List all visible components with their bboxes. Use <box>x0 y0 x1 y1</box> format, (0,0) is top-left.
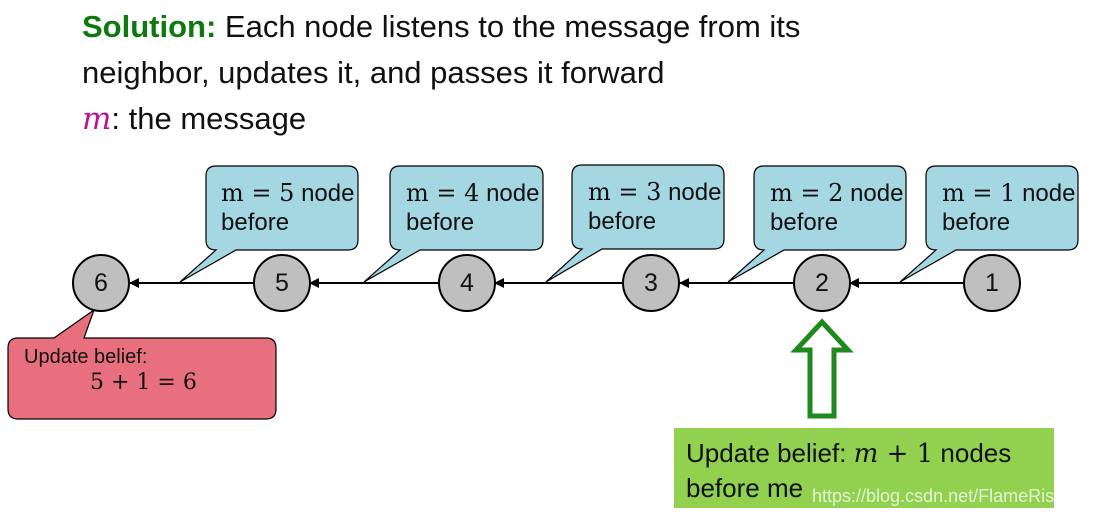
bubble-3-suffix: node <box>661 179 722 206</box>
bubble-1-line-2: before <box>221 209 290 236</box>
node-1-circle <box>963 254 1021 312</box>
bubble-shape-2 <box>363 165 544 283</box>
node-1-label: 1 <box>985 268 999 297</box>
bubble-shape-1 <box>179 165 359 283</box>
bubble-4-line-1: m = 2 node <box>770 179 920 208</box>
bubble-2-line-1: m = 4 node <box>406 179 556 208</box>
node-2-label: 2 <box>815 268 829 297</box>
bubble-2-m-prefix: m = <box>406 179 465 207</box>
bubble-1-m-prefix: m = <box>221 179 280 207</box>
bubble-1-line-1: m = 5 node <box>221 179 371 208</box>
node-4-circle <box>438 254 496 312</box>
bubble-3-line-1: m = 3 node <box>588 178 738 207</box>
bubble-1-value: 5 <box>279 179 295 207</box>
bubble-3-m-prefix: m = <box>588 178 647 206</box>
solution-label: Solution: <box>82 9 217 44</box>
node-6-label: 6 <box>94 268 108 297</box>
bubble-5-m-prefix: m = <box>942 179 1001 207</box>
bubble-2-line-2: before <box>406 209 475 236</box>
up-arrow-green <box>790 318 854 419</box>
watermark: https://blog.csdn.net/FlameRising <box>812 486 1079 506</box>
bubble-shape-4 <box>727 165 907 283</box>
bubble-5: m = 1 node before <box>942 179 1092 237</box>
bubble-2-value: 4 <box>464 179 480 207</box>
heading-line-2: neighbor, updates it, and passes it forw… <box>82 55 665 90</box>
update-green-line-1: Update belief: m + 1 nodes <box>686 436 1042 471</box>
bubble-5-line-1: m = 1 node <box>942 179 1092 208</box>
m-symbol: m <box>82 101 112 137</box>
heading-text-3: : the message <box>111 101 307 136</box>
heading-line-3: m: the message <box>82 96 800 142</box>
node-5-label: 5 <box>275 268 289 297</box>
update-green-line-2: before me <box>686 473 804 503</box>
node-2-circle <box>793 254 851 312</box>
bubble-4-line-2: before <box>770 209 839 236</box>
bubble-1-suffix: node <box>294 180 355 207</box>
update-callout-red-shape <box>7 308 277 420</box>
bubble-shape-5 <box>899 165 1079 283</box>
node-3-circle <box>622 254 680 312</box>
update-green-m: m <box>853 439 879 469</box>
bubble-4-m-prefix: m = <box>770 179 829 207</box>
bubble-shape-3 <box>545 164 725 283</box>
bubble-4-suffix: node <box>843 180 904 207</box>
bubble-3: m = 3 node before <box>588 178 738 236</box>
node-4-label: 4 <box>460 268 474 297</box>
node-6-circle <box>72 254 130 312</box>
update-red-title: Update belief: <box>24 346 148 368</box>
bubble-5-line-2: before <box>942 209 1011 236</box>
heading-text-1: Each node listens to the message from it… <box>216 9 801 44</box>
bubble-4-value: 2 <box>828 179 844 207</box>
update-red-formula: 5 + 1 = 6 <box>90 370 197 395</box>
heading: Solution: Each node listens to the messa… <box>82 4 800 142</box>
bubble-2-suffix: node <box>479 180 540 207</box>
update-green-middle: + 1 <box>878 439 934 469</box>
node-3-label: 3 <box>644 268 658 297</box>
bubble-4: m = 2 node before <box>770 179 920 237</box>
bubble-3-value: 3 <box>646 178 662 206</box>
bubble-3-line-2: before <box>588 208 657 235</box>
update-green-prefix: Update belief: <box>686 438 854 468</box>
node-5-circle <box>253 254 311 312</box>
bubble-2: m = 4 node before <box>406 179 556 237</box>
update-callout-red: Update belief: 5 + 1 = 6 <box>24 345 274 395</box>
bubble-5-suffix: node <box>1015 180 1076 207</box>
update-green-suffix: nodes <box>933 438 1012 468</box>
update-box-green: Update belief: m + 1 nodes before me <box>674 428 1054 508</box>
heading-line-1: Solution: Each node listens to the messa… <box>82 4 800 50</box>
bubble-1: m = 5 node before <box>221 179 371 237</box>
bubble-5-value: 1 <box>1000 179 1016 207</box>
